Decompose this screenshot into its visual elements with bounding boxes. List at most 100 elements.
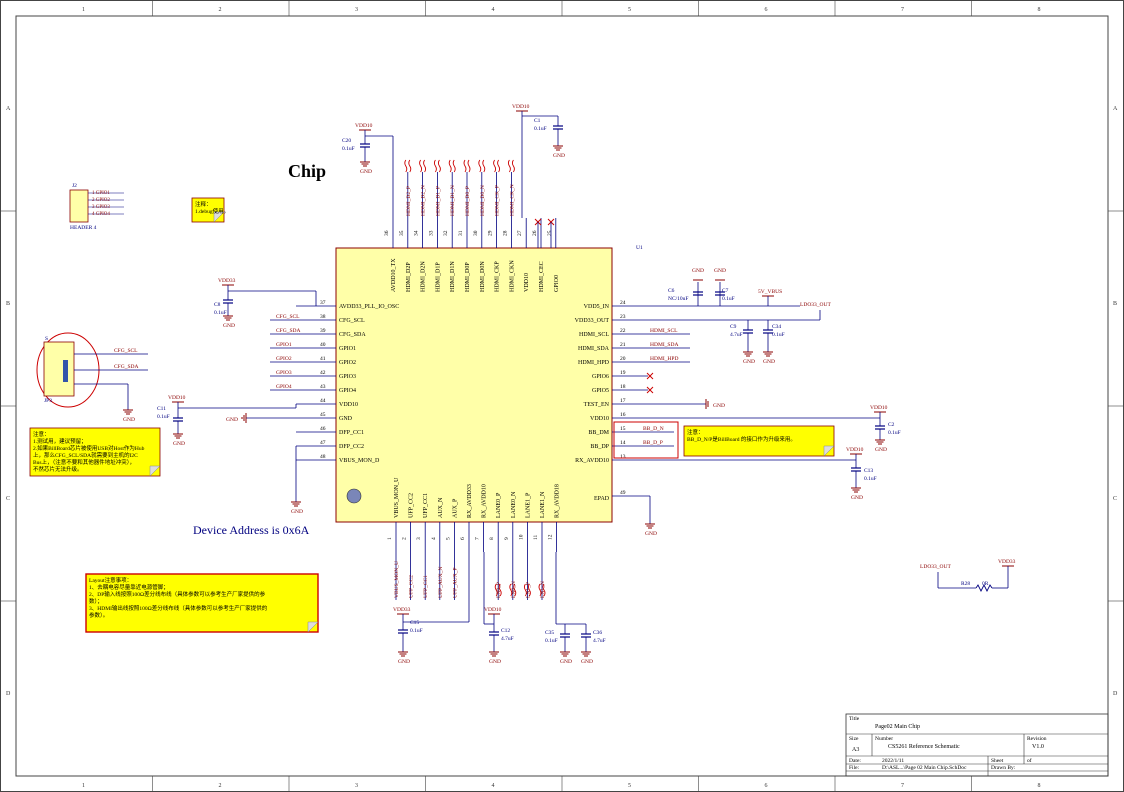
c7-cap-value: 0.1uF [722,296,735,302]
cfg-note-box [29,427,161,477]
pin-number: 48 [320,454,326,460]
pin-name: DFP_CC1 [339,430,364,436]
pin-number: 34 [414,230,420,236]
dfp-gnd-label: GND [291,509,303,515]
net-label: LN1_N [540,581,546,598]
size-label: Size [849,736,859,742]
pin-number: 7 [475,537,481,540]
net-label: GPIO2 [276,356,292,362]
jp3-ref: JP3 [44,398,52,404]
diff-pair-marker [523,583,531,597]
sheet-label: Sheet [991,758,1004,764]
c15-cap-value: 0.1uF [410,628,423,634]
size-value: A3 [852,747,859,753]
device-address-note: Device Address is 0x6A [193,523,310,537]
pin-number: 5 [445,537,451,540]
title-value: Page02 Main Chip [875,724,920,730]
c2-vdd10-label: VDD10 [870,405,888,411]
column-label-bottom: 7 [901,783,904,789]
diff-pair-marker [509,583,517,597]
column-label-top: 7 [901,7,904,13]
pin-name: VDD10 [339,402,358,408]
gnd-label: GND [226,417,238,423]
pin-number: 24 [620,300,626,306]
net-label: HDMI_D2_P [406,186,412,216]
net-label: GPIO3 [276,370,292,376]
column-label-bottom: 2 [219,783,222,789]
net-label: UFP_CC1 [423,575,429,598]
pin-name: GPIO5 [592,388,609,394]
c34-gnd-label: GND [763,359,775,365]
net-label: HDMI_SDA [650,342,678,348]
chip-title: Chip [288,161,326,181]
column-label-top: 6 [765,7,768,13]
cfg-note-line: 2.如果BillBoard芯片被使用USB对Host作为Hub [33,444,145,452]
layout-note-line: 3、HDMI输出线按照100Ω差分线布线（具体参数可以参考生产厂家提供的 [89,604,268,612]
pin-name: RX_AVDD18 [555,484,561,518]
pin-name: GPIO6 [592,374,609,380]
row-label-left: C [6,496,10,502]
c7-gnd-label: GND [714,268,726,274]
pin1-indicator [346,488,362,504]
file-label: File: [849,765,860,771]
pin-name: BB_DM [588,430,609,436]
diff-pair-marker [448,159,456,173]
pin-name: GPIO1 [339,346,356,352]
date-value: 2022/1/11 [882,758,904,764]
diff-pair-marker [493,159,501,173]
bb-note-box [683,425,835,457]
debug-note-fold [213,211,225,223]
pin-number: 16 [620,412,626,418]
jp3-pin-s: S [45,336,48,342]
of-label: of [1027,757,1032,764]
bb-note-line: 注意： [687,428,704,436]
c11-cap-value: 0.1uF [157,414,170,420]
net-label: CFG_SDA [276,328,300,334]
pin-name: GPIO0 [554,275,560,292]
net-label: HDMI_D0_N [480,185,486,216]
pin-number: 14 [620,440,626,446]
pin-number: 4 [431,537,437,540]
net-label: HDMI_SCL [650,328,678,334]
pin-name: HDMI_HPD [578,360,610,366]
pin-name: DFP_CC2 [339,444,364,450]
pin-name: HDMI_D1P [435,262,441,292]
bb-highlight-box [613,421,679,459]
cfg-note-line: Bus上，（注意不要和其他器件地址冲突）， [33,458,135,466]
c6-gnd-label: GND [692,268,704,274]
cfg-note-line: 注意： [33,430,50,438]
column-label-bottom: 6 [765,783,768,789]
pin-number: 32 [443,230,449,236]
c1-gnd-label: GND [553,153,565,159]
c12-gnd-label: GND [489,659,501,665]
pin-name: RX_AVDD10 [575,458,609,464]
pin-number: 25 [547,230,553,236]
pin-name: VDD10 [590,416,609,422]
layout-note-line: Layout注意事项： [89,576,132,584]
pin-number: 44 [320,398,326,404]
pin-name: VDD5_IN [584,304,610,310]
net-label: GPIO1 [276,342,292,348]
column-label-top: 2 [219,7,222,13]
net-label: HDMI_HPD [650,356,678,362]
c36-cap-value: 4.7uF [593,638,606,644]
net-label: UFP_CC2 [409,575,415,598]
pin-name: UFP_CC1 [423,493,429,518]
bb-note-line: BB_D_N/P是BillBoard 的接口作为升级来用。 [687,435,796,443]
pin-number: 21 [620,342,626,348]
c35-cap-ref: C35 [545,630,554,636]
cfg-note-line: 1.测试用，建议预留； [33,437,87,445]
pin-number: 43 [320,384,326,390]
c6-cap-ref: C6 [668,288,675,294]
pin-number: 13 [620,454,626,460]
bb-dn-net: BB_D_N [643,426,664,432]
pin-number: 1 [387,537,393,540]
column-label-bottom: 8 [1038,783,1041,789]
pin-name: AUX_N [438,497,444,518]
c15-gnd-label: GND [398,659,410,665]
layout-note-line: 参数）。 [89,611,108,619]
c20-gnd-label: GND [360,169,372,175]
pin-name: HDMI_SDA [578,346,610,352]
